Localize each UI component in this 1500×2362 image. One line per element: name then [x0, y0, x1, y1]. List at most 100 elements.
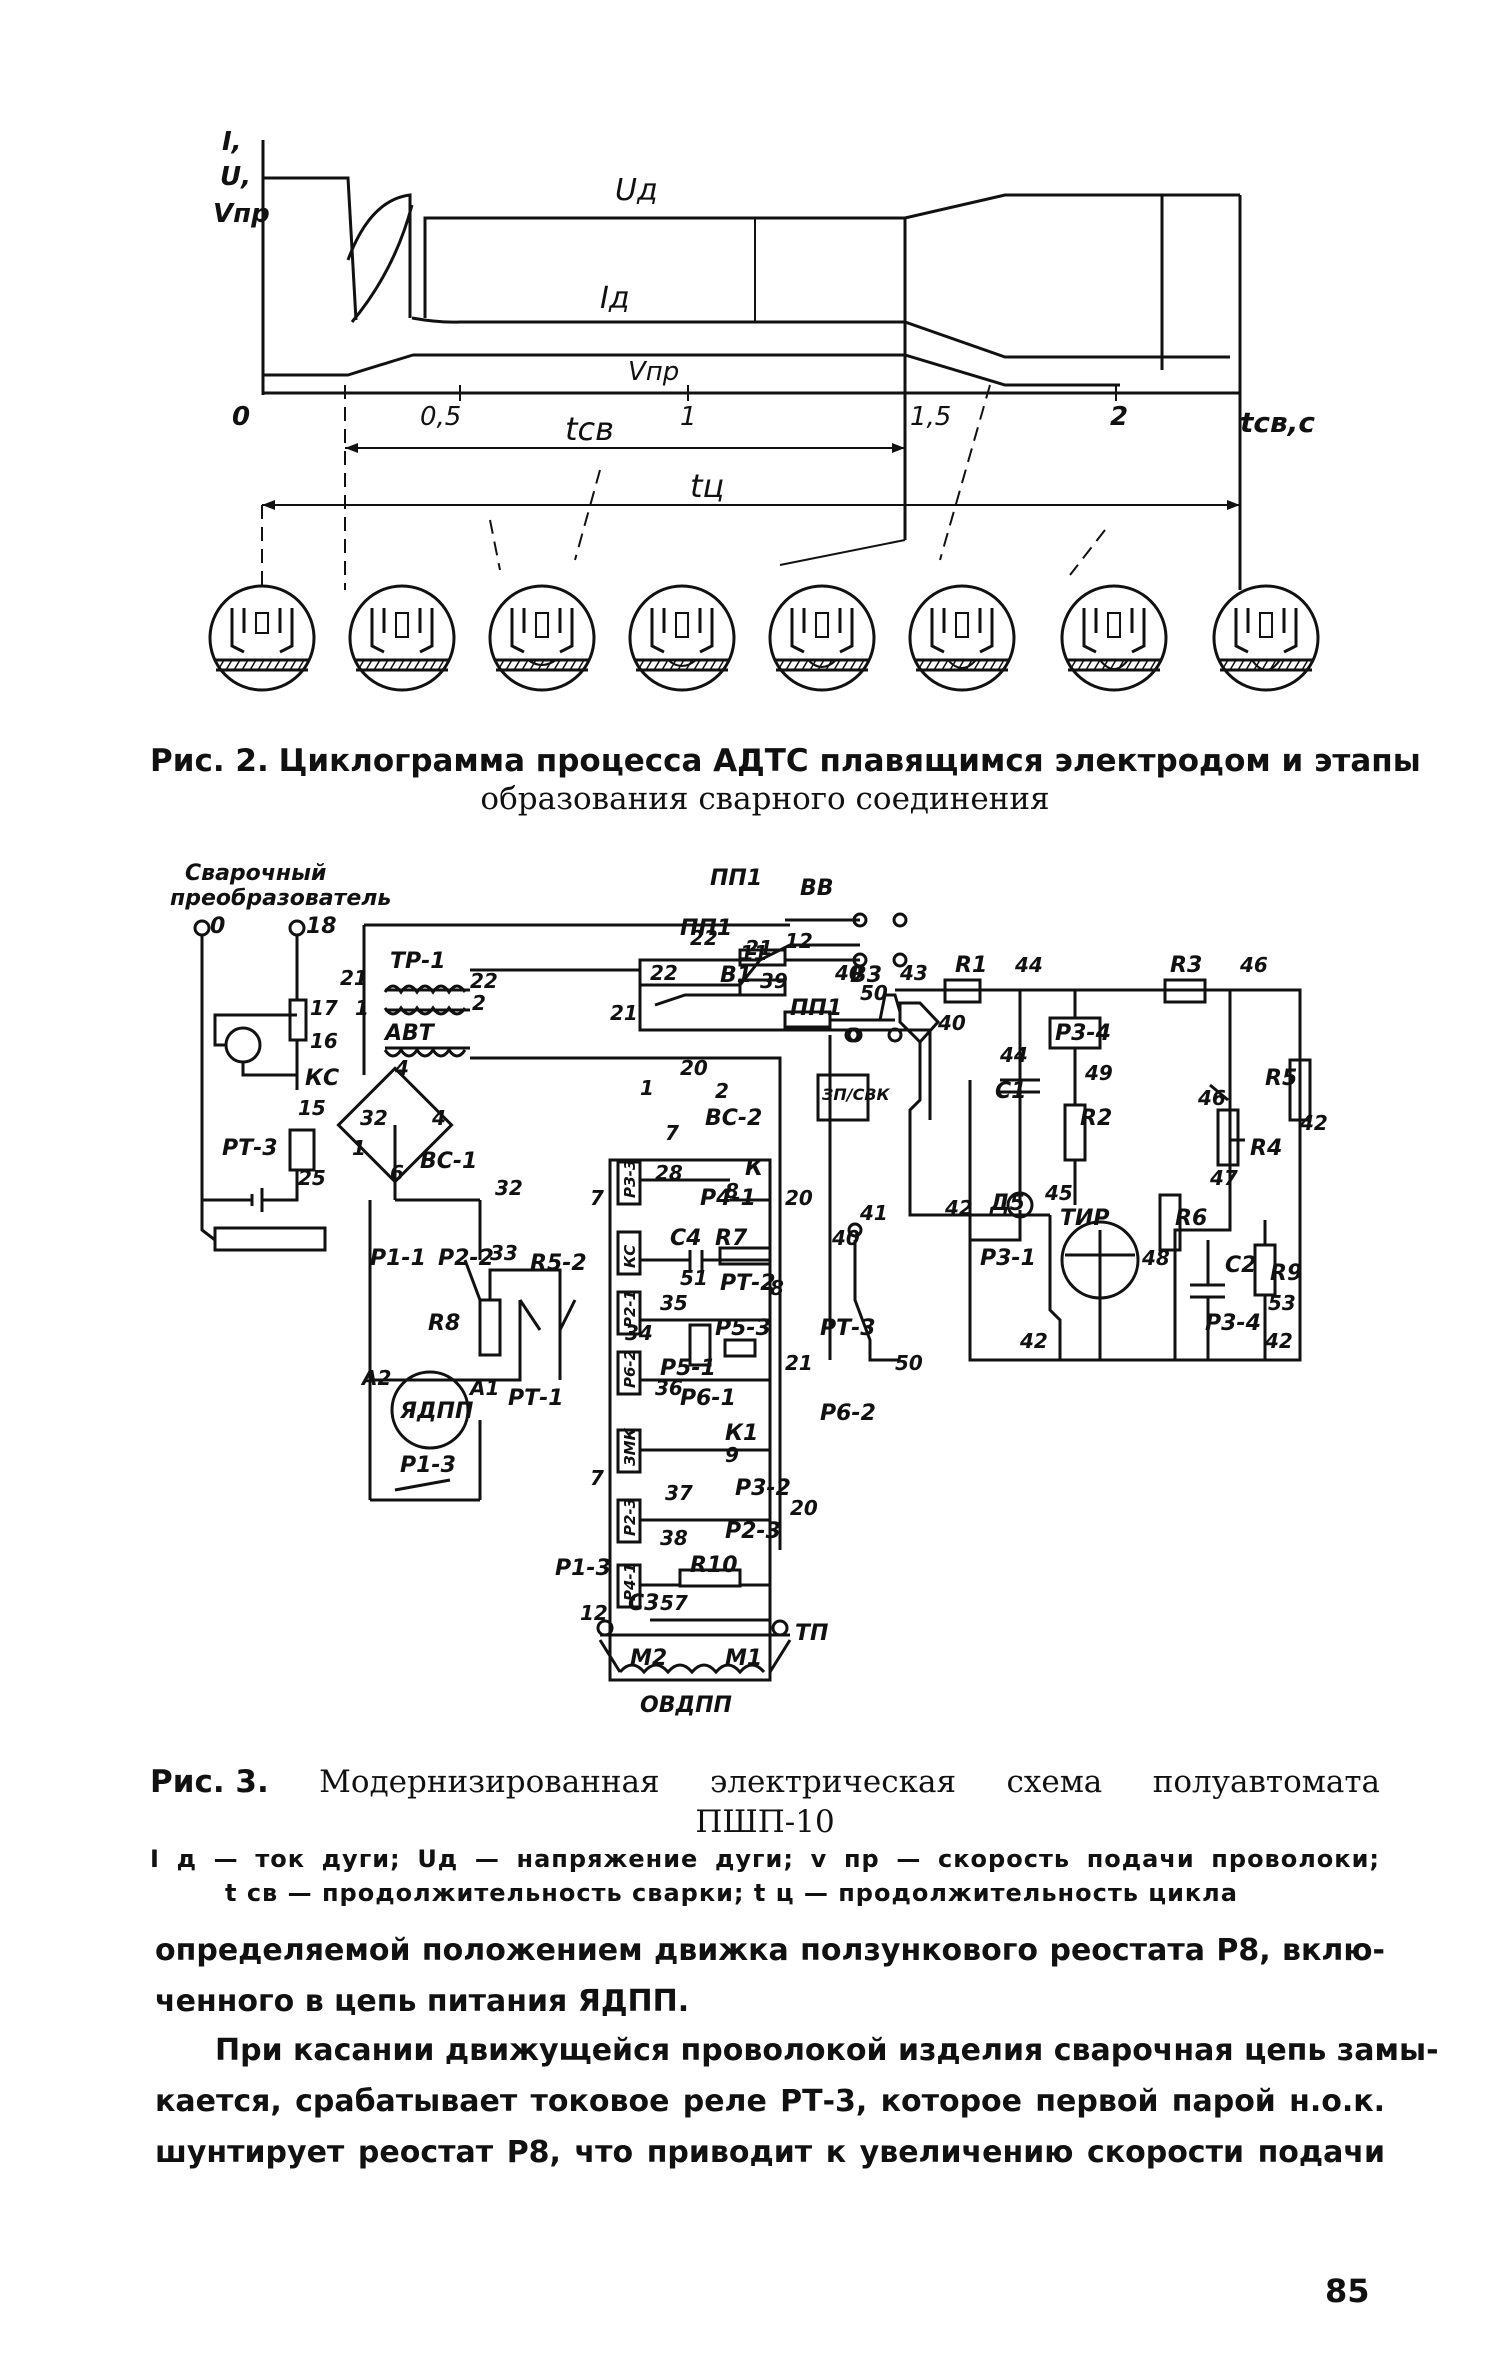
- svg-text:ТИР: ТИР: [1060, 1206, 1110, 1231]
- figure-3-caption-word-3: схема: [1006, 1764, 1103, 1800]
- body-line: кается, срабатывает токовое реле РТ-3, к…: [155, 2084, 1385, 2119]
- figure-3-caption-prefix: Рис. 3.: [150, 1764, 269, 1800]
- svg-text:R1: R1: [955, 953, 987, 978]
- svg-text:40: 40: [831, 1226, 860, 1250]
- svg-text:C3: C3: [628, 1591, 659, 1616]
- svg-text:37: 37: [665, 1481, 693, 1505]
- legend-line-1: I д — ток дуги; Uд — напряжение дуги; v …: [150, 1845, 1380, 1873]
- svg-text:К: К: [745, 1156, 764, 1181]
- svg-text:21: 21: [745, 936, 773, 960]
- svg-text:12: 12: [580, 1601, 608, 1625]
- svg-text:ТР-1: ТР-1: [390, 949, 446, 974]
- curve-label-ud: Uд: [615, 173, 658, 208]
- svg-text:8: 8: [725, 1179, 739, 1203]
- svg-text:ВВ: ВВ: [800, 876, 834, 901]
- svg-text:35: 35: [660, 1291, 688, 1315]
- svg-text:R2: R2: [1080, 1106, 1112, 1131]
- svg-text:A1: A1: [468, 1376, 499, 1400]
- curve-label-id: Iд: [600, 281, 630, 316]
- svg-text:Р3-2: Р3-2: [735, 1476, 791, 1501]
- body-line: определяемой положением движка ползунков…: [155, 1933, 1385, 1968]
- svg-text:20: 20: [790, 1496, 818, 1520]
- curve-label-vpr: Vпр: [628, 357, 679, 387]
- svg-text:Р5-3: Р5-3: [715, 1316, 771, 1341]
- svg-text:21: 21: [785, 1351, 813, 1375]
- svg-text:49: 49: [1084, 1061, 1113, 1085]
- stage-circle: [908, 584, 1016, 692]
- svg-text:Р3-4: Р3-4: [1055, 1021, 1111, 1046]
- stage-circle: [628, 584, 736, 692]
- svg-text:32: 32: [495, 1176, 523, 1200]
- svg-text:2: 2: [472, 991, 486, 1015]
- svg-text:ЗМК: ЗМК: [621, 1427, 639, 1466]
- stage-circle: [488, 584, 596, 692]
- stage-circle: [1212, 584, 1320, 692]
- svg-text:40: 40: [937, 1011, 966, 1035]
- svg-text:22: 22: [470, 969, 498, 993]
- x-tick-0: 0: [232, 402, 250, 432]
- svg-text:РТ-3: РТ-3: [222, 1136, 278, 1161]
- svg-text:0: 0: [210, 914, 225, 939]
- svg-text:Д5: Д5: [989, 1191, 1025, 1216]
- svg-text:Р2-1: Р2-1: [621, 1290, 639, 1328]
- stage-circle: [348, 584, 456, 692]
- svg-text:R6: R6: [1175, 1206, 1207, 1231]
- svg-text:C4: C4: [670, 1226, 701, 1251]
- figure-2-caption-line1: Циклограмма процесса АДТС плавящимся эле…: [278, 743, 1421, 779]
- figure-3-circuit: Сварочный преобразователь 0 18 ТР-1 АВТ …: [170, 861, 1328, 1718]
- vpr-curve: [263, 353, 1120, 387]
- figure-2-cyclogram: I, U, Vпр Uд Iд Vпр 0 0,5 1 1,5 2 tсв,c …: [208, 127, 1320, 692]
- svg-text:R8: R8: [428, 1311, 460, 1336]
- label-converter-1: Сварочный: [185, 861, 326, 886]
- svg-text:ТП: ТП: [795, 1621, 828, 1646]
- svg-text:РТ-1: РТ-1: [508, 1386, 564, 1411]
- svg-text:Р2-3: Р2-3: [725, 1519, 781, 1544]
- svg-text:2: 2: [715, 1079, 729, 1103]
- x-tick-0-5: 0,5: [420, 402, 461, 432]
- svg-text:C2: C2: [1225, 1253, 1256, 1278]
- svg-text:8: 8: [770, 1276, 784, 1300]
- figure-3-caption-word-1: Модернизированная: [319, 1764, 660, 1800]
- svg-text:6: 6: [390, 1161, 404, 1185]
- x-tick-1: 1: [680, 402, 697, 432]
- svg-text:Р4-1: Р4-1: [700, 1186, 756, 1211]
- joint-formation-stages: [208, 584, 1320, 692]
- svg-text:33: 33: [490, 1241, 518, 1265]
- ud-curve: [263, 176, 1240, 321]
- svg-text:46: 46: [1239, 953, 1268, 977]
- svg-text:1: 1: [352, 1136, 366, 1160]
- symbol-legend: I д — ток дуги; Uд — напряжение дуги; v …: [150, 1845, 1380, 1907]
- svg-text:50: 50: [895, 1351, 923, 1375]
- figure-2-caption-line2: образования сварного соединения: [480, 781, 1050, 817]
- svg-text:R9: R9: [1270, 1261, 1302, 1286]
- svg-text:16: 16: [310, 1029, 338, 1053]
- svg-text:Р6-1: Р6-1: [680, 1386, 736, 1411]
- svg-text:15: 15: [298, 1096, 326, 1120]
- svg-text:М2: М2: [630, 1646, 667, 1671]
- svg-text:20: 20: [680, 1056, 708, 1080]
- svg-text:М1: М1: [725, 1646, 762, 1671]
- svg-text:R5: R5: [1265, 1066, 1297, 1091]
- svg-text:42: 42: [1019, 1329, 1048, 1353]
- svg-text:36: 36: [655, 1376, 683, 1400]
- svg-text:A2: A2: [360, 1366, 391, 1390]
- svg-text:В1: В1: [720, 963, 752, 988]
- svg-text:42: 42: [944, 1196, 973, 1220]
- figure-3-caption: Рис. 3. Модернизированная электрическая …: [150, 1762, 1380, 1842]
- svg-text:КС: КС: [621, 1245, 639, 1268]
- svg-text:43: 43: [899, 961, 928, 985]
- svg-text:51: 51: [680, 1266, 708, 1290]
- svg-text:ПП1: ПП1: [680, 916, 732, 941]
- svg-text:ВС-1: ВС-1: [420, 1149, 477, 1174]
- svg-text:7: 7: [590, 1186, 604, 1210]
- body-line: шунтирует реостат Р8, что приводит к уве…: [155, 2135, 1385, 2170]
- svg-text:Р1-3: Р1-3: [400, 1453, 456, 1478]
- svg-text:28: 28: [655, 1161, 683, 1185]
- svg-text:44: 44: [1014, 953, 1043, 977]
- id-curve: [350, 204, 1230, 359]
- svg-text:20: 20: [785, 1186, 813, 1210]
- svg-text:4: 4: [431, 1106, 446, 1130]
- svg-text:R4: R4: [1250, 1136, 1282, 1161]
- svg-text:Р3-1: Р3-1: [980, 1246, 1036, 1271]
- svg-text:44: 44: [999, 1043, 1028, 1067]
